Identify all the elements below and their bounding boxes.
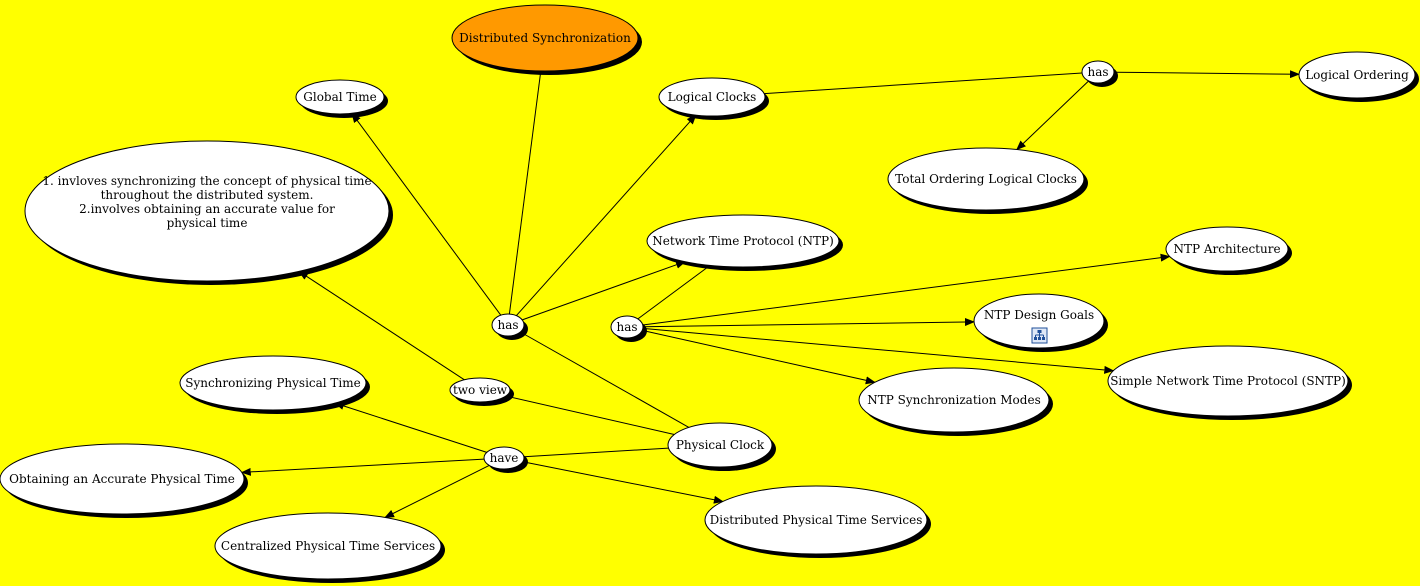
node-ellipse bbox=[1081, 60, 1115, 84]
node-ellipse bbox=[646, 214, 840, 268]
node-ellipse bbox=[451, 4, 639, 72]
edge-has2-to-sntp bbox=[642, 327, 1115, 374]
edge-have-to-central bbox=[384, 464, 490, 518]
node-ellipse bbox=[658, 77, 766, 117]
node-central[interactable]: Centralized Physical Time Services bbox=[214, 512, 445, 583]
node-sntp[interactable]: Simple Network Time Protocol (SNTP) bbox=[1107, 345, 1352, 420]
node-label: NTP Architecture bbox=[1173, 242, 1280, 256]
node-text-line: physical time bbox=[167, 216, 248, 230]
linking-phrase-text: has bbox=[497, 318, 518, 332]
node-ntparch[interactable]: NTP Architecture bbox=[1165, 226, 1292, 275]
edge-have-to-accurate bbox=[240, 458, 485, 476]
edge-have-to-syncphys bbox=[334, 402, 487, 453]
linking-phrase-twoview[interactable]: two view bbox=[449, 377, 514, 406]
linking-phrase-has2[interactable]: has bbox=[610, 315, 647, 342]
node-label: Physical Clock bbox=[676, 438, 765, 452]
edge-has1-to-ntp bbox=[522, 260, 686, 321]
edge-has2-to-ntpmodes bbox=[642, 329, 876, 385]
node-distphys[interactable]: Distributed Physical Time Services bbox=[704, 485, 931, 558]
node-root[interactable]: Distributed Synchronization bbox=[451, 4, 642, 75]
node-text-line: throughout the distributed system. bbox=[101, 188, 314, 202]
node-ellipse bbox=[973, 293, 1105, 349]
node-text-line: 1. invloves synchronizing the concept of… bbox=[42, 174, 371, 188]
node-ellipse bbox=[610, 315, 644, 339]
edge-has2-to-ntparch bbox=[642, 253, 1171, 326]
node-ellipse bbox=[1165, 226, 1289, 272]
node-label: NTP Synchronization Modes bbox=[867, 393, 1040, 407]
linking-phrase-have[interactable]: have bbox=[483, 446, 528, 473]
edge-twoview-to-desc bbox=[298, 270, 465, 381]
node-ellipse bbox=[483, 446, 525, 470]
node-ellipse bbox=[24, 140, 390, 282]
node-physclock[interactable]: Physical Clock bbox=[667, 422, 776, 471]
edge-has1-to-global bbox=[351, 112, 502, 316]
node-ellipse bbox=[491, 313, 525, 337]
linking-phrase-text: two view bbox=[453, 383, 508, 397]
edge-has3-to-logord bbox=[1113, 70, 1300, 79]
edge-root-to-has1 bbox=[508, 70, 542, 315]
node-ellipse bbox=[295, 79, 385, 115]
node-accurate[interactable]: Obtaining an Accurate Physical Time bbox=[0, 443, 248, 518]
node-ntpmodes[interactable]: NTP Synchronization Modes bbox=[858, 367, 1053, 436]
node-label: Synchronizing Physical Time bbox=[185, 376, 361, 390]
node-ellipse bbox=[179, 355, 367, 411]
node-ellipse bbox=[1107, 345, 1349, 417]
linking-phrase-text: have bbox=[490, 451, 519, 465]
node-label: Global Time bbox=[303, 90, 376, 104]
edge-has3-to-totord bbox=[1016, 80, 1090, 151]
node-ellipse bbox=[214, 512, 442, 580]
node-label: NTP Design Goals bbox=[984, 308, 1094, 322]
node-desc[interactable]: 1. invloves synchronizing the concept of… bbox=[24, 140, 393, 285]
edge-logical-to-has3 bbox=[764, 72, 1083, 95]
node-logical[interactable]: Logical Clocks bbox=[658, 77, 769, 120]
edge-has1-to-logical bbox=[516, 114, 697, 316]
node-global[interactable]: Global Time bbox=[295, 79, 388, 118]
linking-phrase-has3[interactable]: has bbox=[1081, 60, 1118, 87]
node-ellipse bbox=[667, 422, 773, 468]
edge-has2-to-ntpgoals bbox=[642, 318, 975, 328]
connection-lines bbox=[240, 70, 1300, 518]
node-syncphys[interactable]: Synchronizing Physical Time bbox=[179, 355, 370, 414]
node-label: Total Ordering Logical Clocks bbox=[895, 172, 1077, 186]
edge-have-to-distphys bbox=[522, 461, 724, 504]
node-ellipse bbox=[704, 485, 928, 555]
node-logord[interactable]: Logical Ordering bbox=[1298, 51, 1419, 102]
node-label: Network Time Protocol (NTP) bbox=[652, 234, 834, 248]
linking-phrases: has has has two view have bbox=[449, 60, 1118, 473]
node-label: Distributed Synchronization bbox=[459, 31, 631, 45]
node-label: Logical Clocks bbox=[668, 90, 757, 104]
linking-phrase-text: has bbox=[1087, 65, 1108, 79]
node-ntpgoals[interactable]: NTP Design Goals bbox=[973, 293, 1108, 352]
edge-ntp-to-has2 bbox=[637, 264, 711, 320]
edge-has1-to-physclock bbox=[520, 331, 690, 428]
node-ellipse bbox=[0, 443, 245, 515]
node-ellipse bbox=[887, 147, 1085, 211]
edge-physclock-to-have bbox=[523, 447, 669, 458]
concept-map-icon[interactable] bbox=[1031, 327, 1048, 344]
node-totord[interactable]: Total Ordering Logical Clocks bbox=[887, 147, 1088, 214]
node-label: Centralized Physical Time Services bbox=[221, 539, 435, 553]
node-label: Distributed Physical Time Services bbox=[710, 513, 923, 527]
linking-phrase-text: has bbox=[616, 320, 637, 334]
node-label: Logical Ordering bbox=[1305, 68, 1409, 82]
node-ellipse bbox=[1298, 51, 1416, 99]
edge-physclock-to-twoview bbox=[505, 395, 675, 435]
linking-phrase-has1[interactable]: has bbox=[491, 313, 528, 340]
node-ellipse bbox=[858, 367, 1050, 433]
node-ntp[interactable]: Network Time Protocol (NTP) bbox=[646, 214, 843, 271]
node-label: Obtaining an Accurate Physical Time bbox=[9, 472, 235, 486]
node-label: Simple Network Time Protocol (SNTP) bbox=[1110, 374, 1346, 388]
node-text-line: 2.involves obtaining an accurate value f… bbox=[79, 202, 335, 216]
node-ellipse bbox=[449, 377, 511, 403]
